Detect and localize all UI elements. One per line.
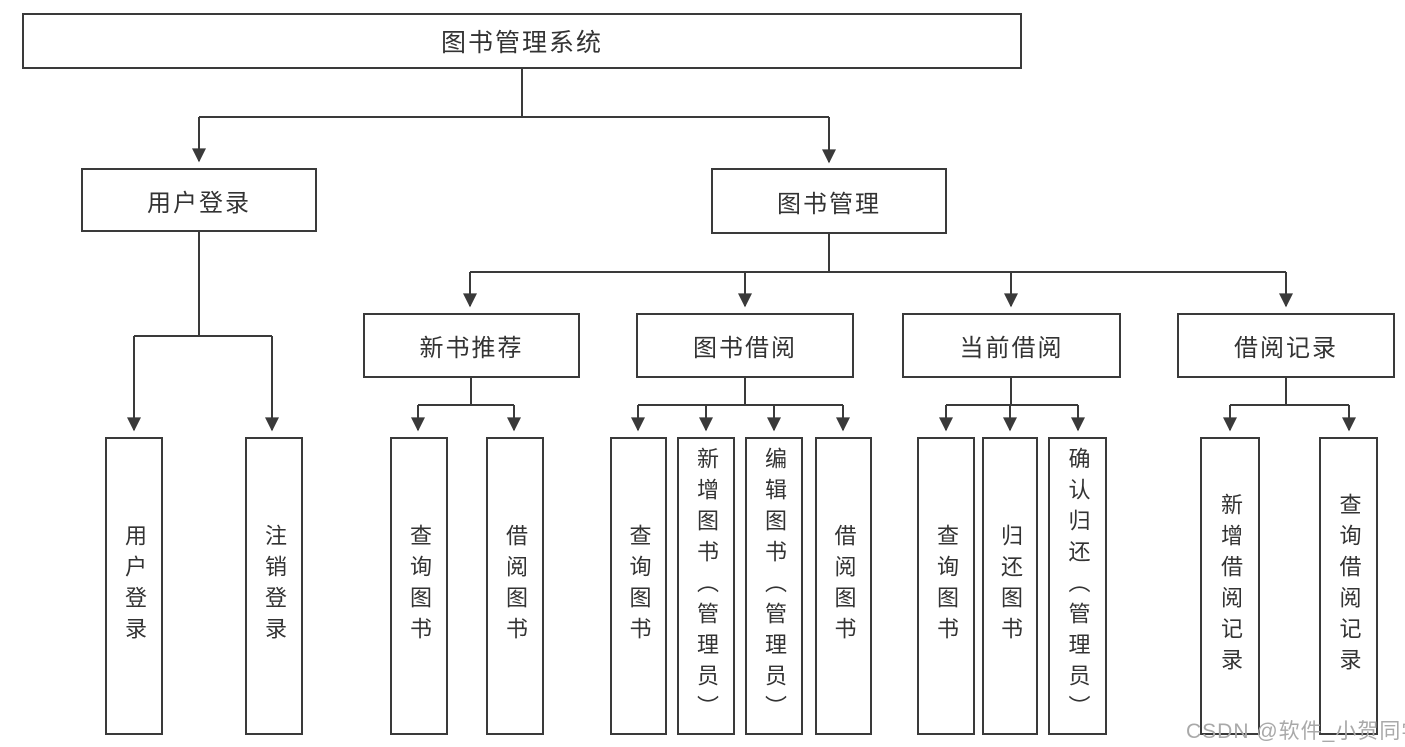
- leaf-borrow-books-1: 借阅图书: [486, 437, 544, 735]
- node-new-book-recommendation: 新书推荐: [363, 313, 580, 378]
- leaf-query-books-2: 查询图书: [610, 437, 667, 735]
- leaf-query-books-1: 查询图书: [390, 437, 448, 735]
- leaf-edit-books-admin: 编辑图书（管理员）: [745, 437, 803, 735]
- leaf-add-books-admin-label: 新增图书（管理员）: [694, 446, 719, 726]
- node-borrowing-records: 借阅记录: [1177, 313, 1395, 378]
- leaf-user-login-label: 用户登录: [122, 524, 147, 648]
- leaf-query-books-1-label: 查询图书: [407, 524, 432, 648]
- leaf-confirm-return-admin-label: 确认归还（管理员）: [1065, 446, 1091, 726]
- leaf-borrow-books-2: 借阅图书: [815, 437, 872, 735]
- leaf-query-borrow-record-label: 查询借阅记录: [1336, 493, 1362, 679]
- leaf-query-books-3-label: 查询图书: [934, 524, 959, 648]
- leaf-borrow-books-2-label: 借阅图书: [831, 524, 857, 648]
- node-book-management: 图书管理: [711, 168, 947, 234]
- leaf-query-books-2-label: 查询图书: [626, 524, 652, 648]
- leaf-edit-books-admin-label: 编辑图书（管理员）: [762, 446, 787, 726]
- leaf-add-borrow-record-label: 新增借阅记录: [1218, 493, 1243, 679]
- leaf-query-borrow-record: 查询借阅记录: [1319, 437, 1378, 735]
- node-book-borrowing: 图书借阅: [636, 313, 854, 378]
- leaf-confirm-return-admin: 确认归还（管理员）: [1048, 437, 1107, 735]
- node-user-login: 用户登录: [81, 168, 317, 232]
- leaf-add-books-admin: 新增图书（管理员）: [677, 437, 735, 735]
- node-current-borrowing: 当前借阅: [902, 313, 1121, 378]
- csdn-watermark: CSDN @软件_小贺同学: [1186, 720, 1405, 743]
- leaf-return-books: 归还图书: [982, 437, 1038, 735]
- leaf-borrow-books-1-label: 借阅图书: [503, 524, 528, 648]
- leaf-user-login: 用户登录: [105, 437, 163, 735]
- leaf-logout: 注销登录: [245, 437, 303, 735]
- leaf-logout-label: 注销登录: [262, 524, 287, 648]
- leaf-add-borrow-record: 新增借阅记录: [1200, 437, 1260, 735]
- leaf-query-books-3: 查询图书: [917, 437, 975, 735]
- leaf-return-books-label: 归还图书: [998, 524, 1023, 648]
- node-library-management-system: 图书管理系统: [22, 13, 1022, 69]
